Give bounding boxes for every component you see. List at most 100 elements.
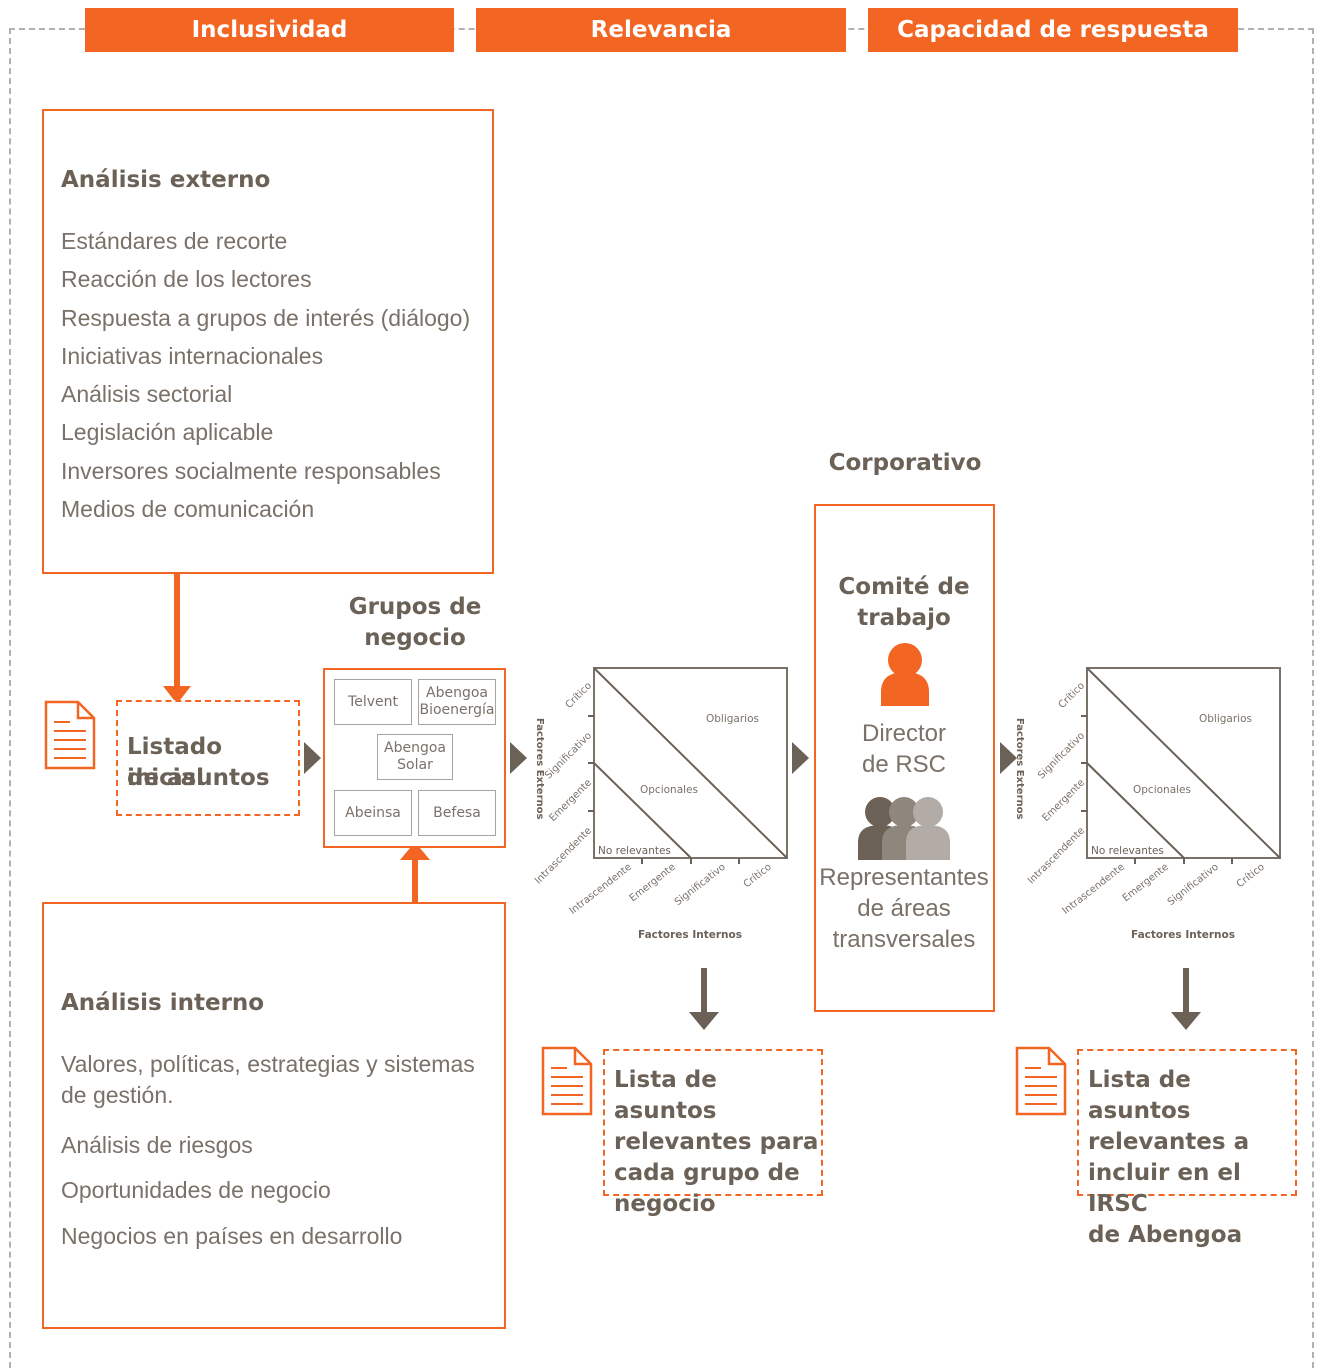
corporate-box: Comité de trabajo Director de RSC Repres… bbox=[814, 504, 995, 1012]
y-tick-label: Intrascendente bbox=[1026, 825, 1087, 886]
tab-relevancia: Relevancia bbox=[476, 8, 846, 52]
x-tick-label: Crítico bbox=[1234, 861, 1267, 890]
list-item: Negocios en países en desarrollo bbox=[61, 1223, 403, 1249]
y-tick-label: Crítico bbox=[1056, 680, 1087, 711]
committee-line1: Comité de bbox=[838, 574, 970, 600]
region-no-relevantes: No relevantes bbox=[1091, 845, 1164, 857]
group-label: Solar bbox=[397, 757, 433, 773]
document-icon bbox=[44, 700, 96, 770]
output-line: relevantes para bbox=[614, 1129, 819, 1155]
corporate-title: Corporativo bbox=[828, 450, 982, 476]
external-analysis-title: Análisis externo bbox=[61, 167, 271, 193]
y-tick-label: Significativo bbox=[543, 730, 594, 781]
x-ticks bbox=[641, 858, 740, 864]
list-item: Iniciativas internacionales bbox=[61, 342, 324, 369]
y-ticks bbox=[588, 715, 594, 812]
group-icon bbox=[858, 797, 950, 860]
output-list-irsc: Lista de asuntos relevantes a incluir en… bbox=[1077, 1049, 1297, 1248]
y-tick-label: Intrascendente bbox=[533, 825, 594, 886]
y-tick-label: Crítico bbox=[563, 680, 594, 711]
y-tick-label: Significativo bbox=[1036, 730, 1087, 781]
business-groups-title: Grupos de negocio bbox=[324, 592, 506, 654]
region-no-relevantes: No relevantes bbox=[598, 845, 671, 857]
initial-list-line1: Listado inicial bbox=[127, 734, 223, 791]
person-icon bbox=[881, 643, 929, 706]
initial-list-box: Listado inicial de asuntos bbox=[116, 700, 300, 816]
materiality-matrix-1: Obligarios Opcionales No relevantes Fact… bbox=[533, 667, 788, 941]
reps-line3: transversales bbox=[832, 926, 976, 953]
reps-line1: Representantes bbox=[819, 864, 989, 891]
output1-text: Lista de asuntos relevantes para cada gr… bbox=[614, 1065, 821, 1220]
list-item: Oportunidades de negocio bbox=[61, 1177, 331, 1203]
x-axis-label: Factores Internos bbox=[638, 929, 742, 941]
tab-inclusividad: Inclusividad bbox=[85, 8, 454, 52]
arrow-down-icon bbox=[1171, 1012, 1201, 1030]
document-icon bbox=[1015, 1046, 1067, 1116]
internal-analysis-title: Análisis interno bbox=[61, 990, 265, 1016]
region-opcionales: Opcionales bbox=[640, 784, 698, 796]
list-item: Valores, políticas, estrategias y sistem… bbox=[61, 1051, 475, 1108]
output-line: cada grupo de bbox=[614, 1160, 800, 1186]
connector-line bbox=[174, 574, 180, 688]
x-tick-label: Significativo bbox=[673, 862, 728, 908]
reps-line2: de áreas bbox=[857, 895, 951, 922]
connector-line bbox=[412, 858, 418, 904]
output-line: Lista de asuntos bbox=[1088, 1067, 1191, 1124]
output-line: de Abengoa bbox=[1088, 1222, 1243, 1248]
output-list-business-groups: Lista de asuntos relevantes para cada gr… bbox=[603, 1049, 823, 1217]
group-abengoa-solar: Abengoa Solar bbox=[377, 734, 453, 780]
list-item: Reacción de los lectores bbox=[61, 266, 312, 293]
x-tick-label: Intrascendente bbox=[568, 862, 634, 917]
y-ticks bbox=[1081, 715, 1087, 812]
arrow-right-icon bbox=[792, 742, 809, 774]
arrow-right-icon bbox=[304, 742, 321, 774]
committee-line2: trabajo bbox=[857, 605, 951, 631]
y-tick-label: Emergente bbox=[1040, 777, 1087, 824]
output2-text: Lista de asuntos relevantes a incluir en… bbox=[1088, 1065, 1295, 1251]
arrow-down-icon bbox=[163, 686, 191, 704]
group-label: Bioenergía bbox=[419, 702, 495, 718]
group-abeinsa: Abeinsa bbox=[334, 790, 412, 836]
committee-title: Comité de trabajo bbox=[816, 572, 992, 634]
list-item: Inversores socialmente responsables bbox=[61, 457, 441, 484]
group-abengoa-bioenergia: Abengoa Bioenergía bbox=[418, 679, 496, 725]
business-groups-box: Telvent Abengoa Bioenergía Abengoa Solar… bbox=[323, 668, 506, 848]
representatives-label: Representantes de áreas transversales bbox=[816, 862, 992, 955]
internal-analysis-box: Análisis interno Valores, políticas, est… bbox=[42, 902, 506, 1329]
list-item: Legislación aplicable bbox=[61, 419, 274, 446]
x-tick-label: Emergente bbox=[628, 862, 678, 905]
director-line1: Director bbox=[861, 720, 946, 747]
connector-line bbox=[1183, 968, 1189, 1014]
x-axis-label: Factores Internos bbox=[1131, 929, 1235, 941]
y-tick-label: Emergente bbox=[547, 777, 594, 824]
group-label: Abengoa bbox=[426, 685, 488, 701]
director-line2: de RSC bbox=[861, 751, 947, 778]
group-telvent: Telvent bbox=[334, 679, 412, 725]
x-tick-label: Emergente bbox=[1121, 862, 1171, 905]
list-item: Análisis sectorial bbox=[61, 381, 233, 408]
director-label: Director de RSC bbox=[816, 718, 992, 780]
list-item: Análisis de riesgos bbox=[61, 1132, 253, 1158]
arrow-right-icon bbox=[1000, 742, 1017, 774]
arrow-right-icon bbox=[510, 742, 527, 774]
list-item: Estándares de recorte bbox=[61, 228, 288, 254]
x-ticks bbox=[1134, 858, 1233, 864]
x-tick-label: Crítico bbox=[741, 861, 774, 890]
region-obligatorios: Obligarios bbox=[1199, 713, 1252, 725]
arrow-down-icon bbox=[689, 1012, 719, 1030]
business-groups-title-line1: Grupos de bbox=[348, 594, 482, 620]
connector-line bbox=[701, 968, 707, 1014]
output-line: relevantes a bbox=[1088, 1129, 1250, 1155]
external-analysis-box: Análisis externo Estándares de recorte R… bbox=[42, 109, 494, 574]
initial-list-line2: de asuntos bbox=[127, 765, 270, 791]
group-befesa: Befesa bbox=[418, 790, 496, 836]
output-line: incluir en el IRSC bbox=[1088, 1160, 1241, 1217]
group-label: Abengoa bbox=[384, 740, 446, 756]
list-item: Medios de comunicación bbox=[61, 496, 315, 523]
region-obligatorios: Obligarios bbox=[706, 713, 759, 725]
document-icon bbox=[541, 1046, 593, 1116]
tab-capacidad-de-respuesta: Capacidad de respuesta bbox=[868, 8, 1238, 52]
x-tick-label: Intrascendente bbox=[1061, 862, 1127, 917]
output-line: negocio bbox=[614, 1191, 716, 1217]
region-opcionales: Opcionales bbox=[1133, 784, 1191, 796]
